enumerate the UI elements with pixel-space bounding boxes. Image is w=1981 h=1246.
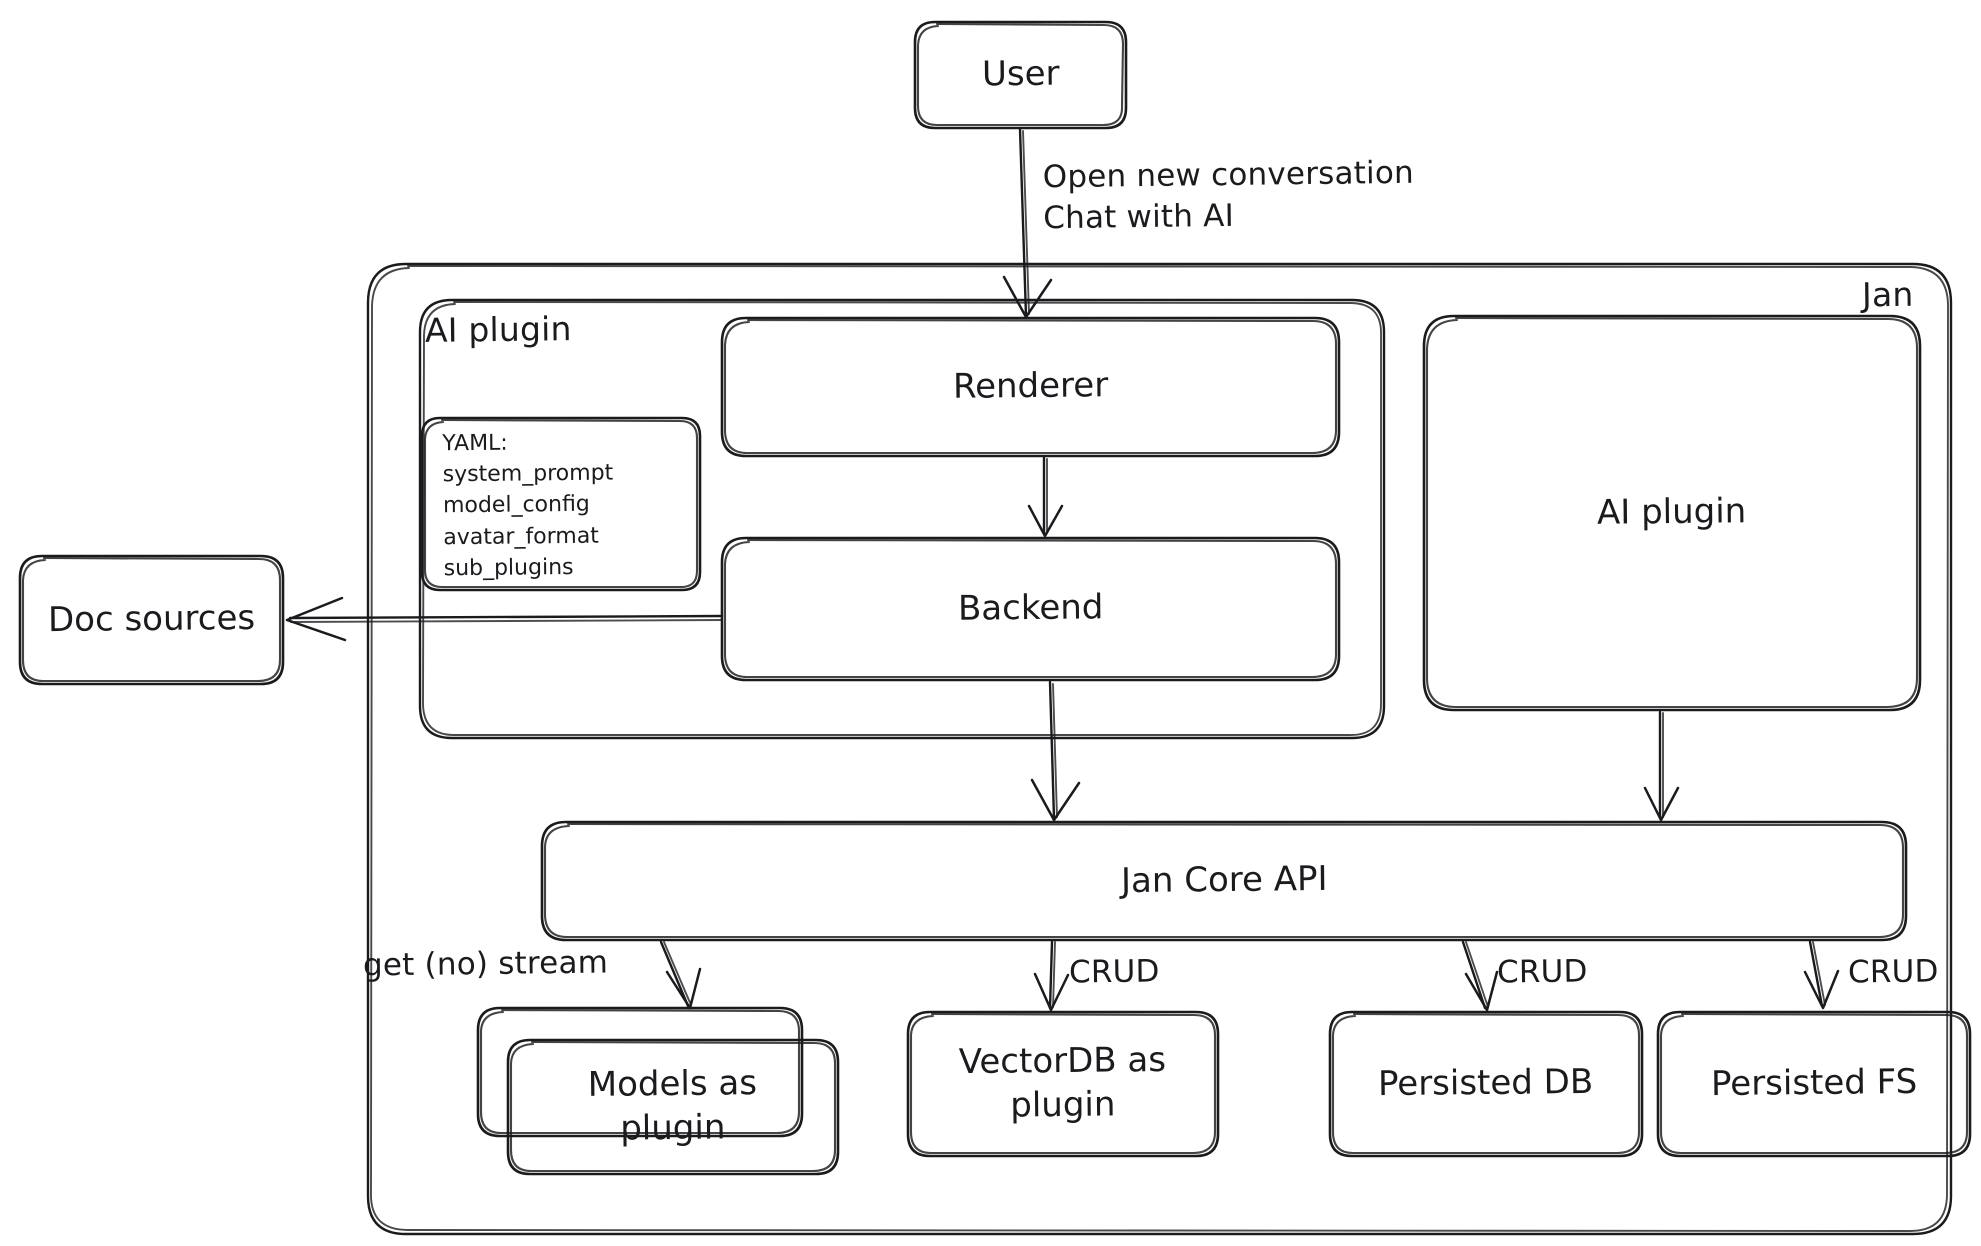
node-user[interactable]: User: [915, 22, 1126, 128]
backend-box-shape: [720, 536, 1341, 682]
node-persisted-fs-label: Persisted FS: [1710, 1062, 1918, 1105]
edge-label-core-api-to-models: get (no) stream: [362, 944, 609, 984]
node-ai-plugin-right[interactable]: AI plugin: [1424, 316, 1920, 710]
yaml-box-content: YAML: system_prompt model_config avatar_…: [442, 430, 614, 582]
arrow-backend-to-core-api: [1030, 680, 1081, 822]
node-doc-sources[interactable]: Doc sources: [20, 556, 283, 684]
jan-container-title: Jan: [1861, 274, 1914, 315]
jan-container-shape: [366, 262, 1953, 1236]
node-renderer-label: Renderer: [952, 365, 1109, 408]
node-renderer[interactable]: Renderer: [722, 318, 1339, 456]
node-user-label: User: [981, 53, 1060, 95]
ai-plugin-group-title: AI plugin: [424, 309, 572, 350]
edge-label-core-api-to-persisted-db: CRUD: [1496, 953, 1588, 991]
node-persisted-fs[interactable]: Persisted FS: [1658, 1012, 1970, 1156]
arrow-ai-plugin-to-core-api: [1643, 710, 1680, 822]
edge-label-core-api-to-vectordb: CRUD: [1068, 953, 1160, 991]
arrow-user-to-renderer: [1002, 127, 1053, 319]
node-persisted-db-label: Persisted DB: [1378, 1062, 1594, 1105]
yaml-box-shape: [420, 416, 702, 592]
arrow-backend-to-doc-sources: [285, 596, 724, 642]
node-backend-label: Backend: [957, 587, 1104, 629]
node-persisted-db[interactable]: Persisted DB: [1330, 1012, 1642, 1156]
node-models-as-plugin[interactable]: Models as plugin: [508, 1040, 838, 1174]
persisted-db-box-shape: [1328, 1010, 1644, 1158]
node-jan-core-api-label: Jan Core API: [1120, 859, 1328, 902]
user-box-shape: [913, 20, 1128, 130]
edge-label-user-to-renderer: Open new conversation Chat with AI: [1042, 154, 1415, 237]
node-jan-core-api[interactable]: Jan Core API: [542, 822, 1906, 940]
node-vectordb-as-plugin[interactable]: VectorDB as plugin: [908, 1012, 1218, 1156]
renderer-box-shape: [720, 316, 1341, 458]
persisted-fs-box-shape: [1656, 1010, 1972, 1158]
arrow-core-api-to-persisted-db: [1461, 940, 1499, 1012]
node-backend[interactable]: Backend: [722, 538, 1339, 680]
arrow-renderer-to-backend: [1027, 456, 1064, 538]
node-models-as-plugin-label: Models as plugin: [587, 1063, 758, 1149]
edge-label-core-api-to-persisted-fs: CRUD: [1847, 953, 1939, 991]
arrow-core-api-to-models: [659, 940, 702, 1010]
doc-sources-box-shape: [18, 554, 285, 686]
vectordb-as-plugin-box-shape: [906, 1010, 1220, 1158]
node-doc-sources-label: Doc sources: [47, 598, 256, 641]
arrow-core-api-to-vectordb: [1033, 940, 1070, 1012]
ai-plugin-group-shape: [418, 298, 1386, 740]
jan-core-api-box-shape: [540, 820, 1908, 942]
models-as-plugin-box-shape: [476, 1006, 840, 1176]
node-vectordb-as-plugin-label: VectorDB as plugin: [958, 1040, 1167, 1126]
node-ai-plugin-right-label: AI plugin: [1597, 491, 1747, 534]
ai-plugin-right-box-shape: [1422, 314, 1922, 712]
arrow-core-api-to-persisted-fs: [1803, 940, 1840, 1010]
